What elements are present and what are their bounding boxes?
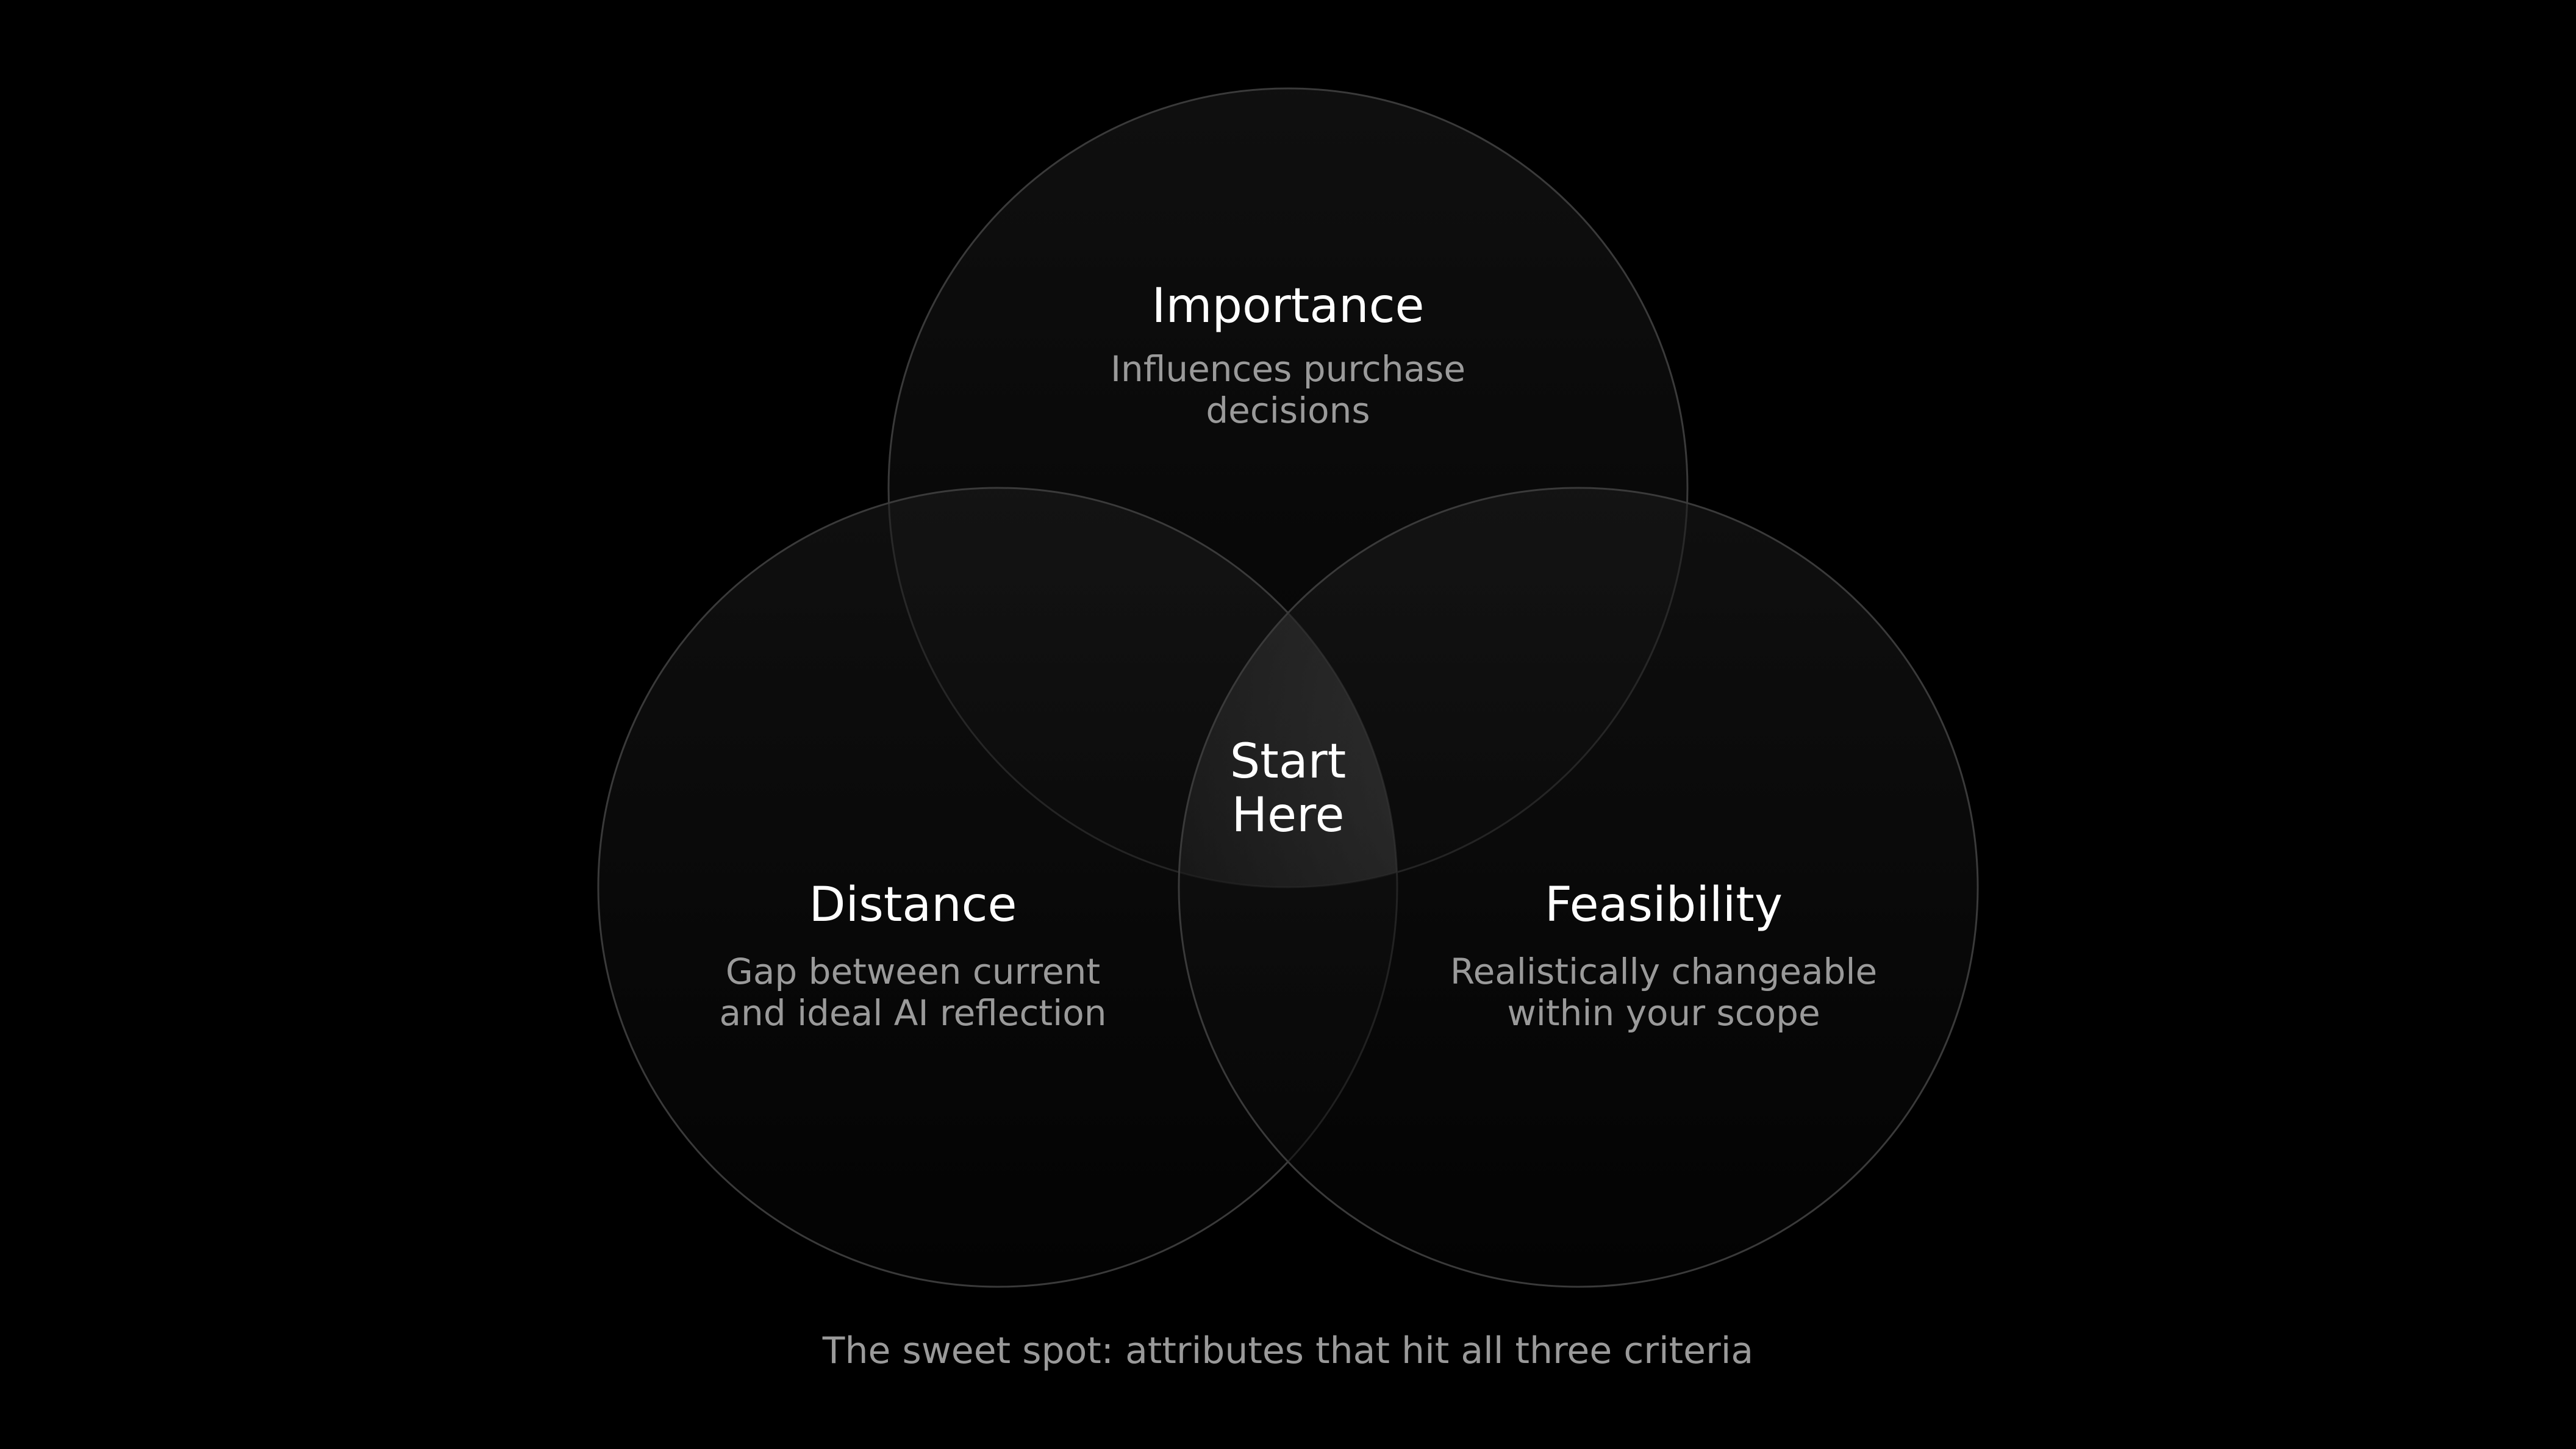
- distance-description: Gap between current and ideal AI reflect…: [719, 951, 1107, 1034]
- caption: The sweet spot: attributes that hit all …: [822, 1329, 1754, 1372]
- feasibility-description: Realistically changeable within your sco…: [1450, 951, 1878, 1034]
- distance-title: Distance: [809, 878, 1017, 932]
- start-here-label: Start Here: [1197, 735, 1379, 842]
- importance-description: Influences purchase decisions: [1110, 348, 1466, 431]
- start-here-line2: Here: [1231, 788, 1345, 843]
- start-here-line1: Start: [1229, 734, 1347, 789]
- feasibility-title: Feasibility: [1545, 878, 1783, 932]
- feasibility-circle: [1178, 487, 1979, 1288]
- importance-title: Importance: [1151, 279, 1425, 334]
